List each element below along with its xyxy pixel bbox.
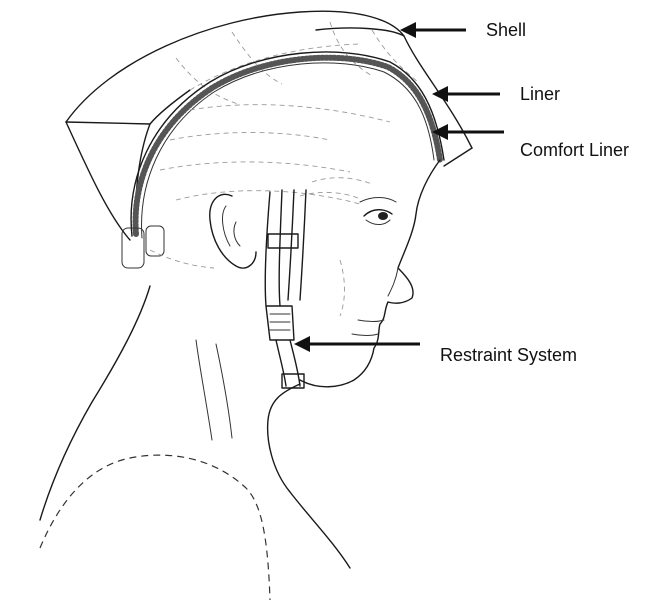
- restraint-system: [265, 190, 306, 388]
- shell-label: Shell: [486, 20, 526, 40]
- comfort-liner-arrow: [432, 124, 504, 140]
- ear: [210, 194, 256, 268]
- liner-label: Liner: [520, 84, 560, 104]
- restraint-system-arrow: [294, 336, 420, 352]
- liner-arrow: [432, 86, 500, 102]
- comfort-liner-label: Comfort Liner: [520, 140, 629, 160]
- helmet-liner: [131, 52, 444, 238]
- hair-lines: [150, 105, 390, 268]
- neck-and-shoulders: [40, 286, 350, 600]
- head-profile: [300, 160, 440, 387]
- restraint-system-label: Restraint System: [440, 345, 577, 365]
- shell-arrow: [400, 22, 466, 38]
